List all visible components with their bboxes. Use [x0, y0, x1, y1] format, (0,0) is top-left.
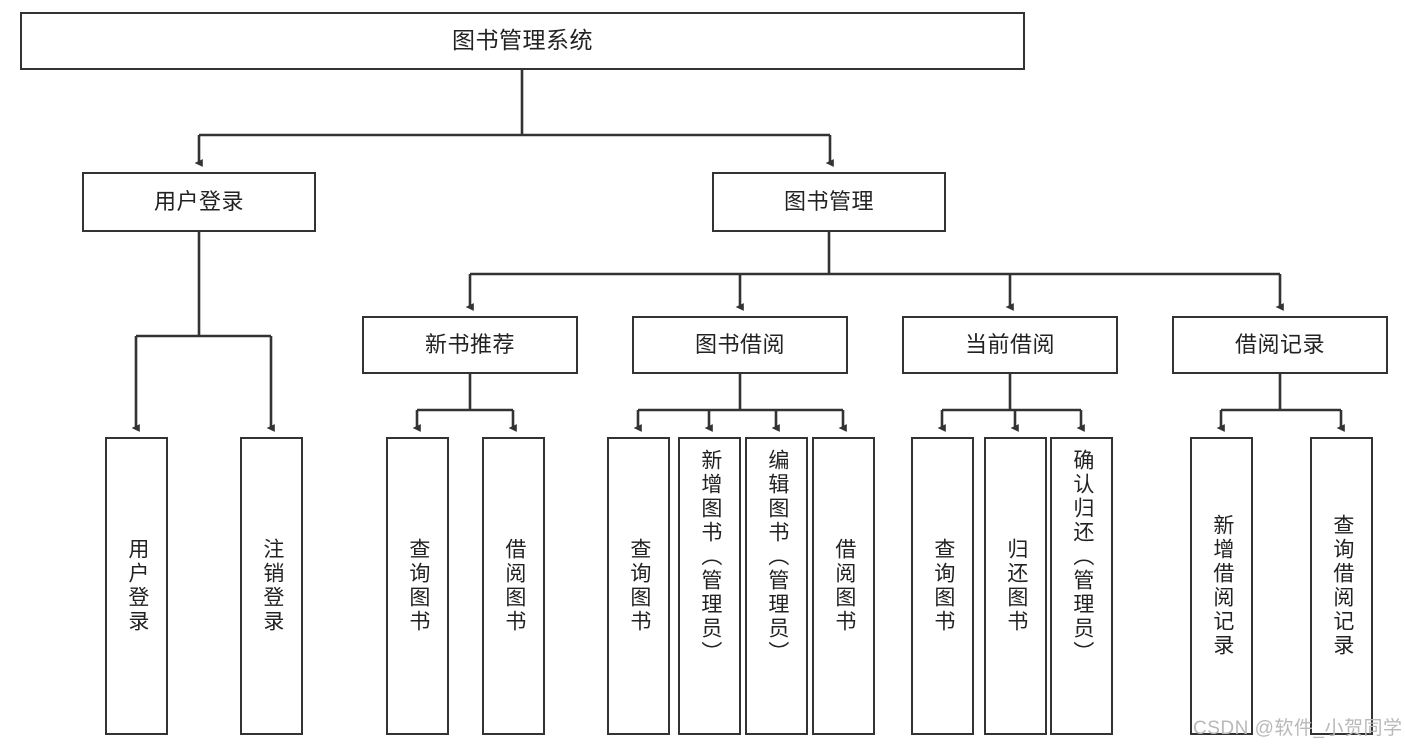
node-borrow-record[interactable]: 借阅记录: [1172, 316, 1388, 374]
node-label: 新增借阅记录: [1210, 514, 1234, 658]
csdn-watermark: CSDN @软件_小贺同学: [1193, 713, 1402, 740]
node-label: 当前借阅: [964, 331, 1055, 357]
leaf-inner: 新增图书（管理员）: [680, 445, 739, 731]
leaf-inner: 归还图书: [986, 445, 1045, 727]
node-root-system[interactable]: 图书管理系统: [20, 12, 1025, 70]
node-label: 新书推荐: [424, 331, 515, 357]
node-user-login[interactable]: 用户登录: [82, 172, 316, 232]
node-new-book-recommend[interactable]: 新书推荐: [362, 316, 578, 374]
leaf-inner: 编辑图书（管理员）: [747, 445, 806, 731]
leaf-query-borrow-record[interactable]: 查询借阅记录: [1310, 437, 1373, 735]
node-label: 编辑图书（管理员）: [765, 449, 789, 665]
node-label: 确认归还（管理员）: [1070, 449, 1094, 665]
leaf-inner: 借阅图书: [814, 445, 873, 727]
node-label: 图书管理系统: [452, 27, 593, 54]
node-label: 图书借阅: [694, 331, 785, 357]
node-label: 用户登录: [153, 188, 244, 214]
node-label: 注销登录: [260, 538, 284, 634]
leaf-add-borrow-record[interactable]: 新增借阅记录: [1190, 437, 1253, 735]
leaf-query-book-newbook[interactable]: 查询图书: [386, 437, 449, 735]
node-label: 借阅记录: [1234, 331, 1325, 357]
leaf-query-book-borrow[interactable]: 查询图书: [607, 437, 670, 735]
node-label: 查询图书: [931, 538, 955, 634]
leaf-inner: 查询借阅记录: [1312, 445, 1371, 727]
leaf-inner: 新增借阅记录: [1192, 445, 1251, 727]
node-label: 查询图书: [406, 538, 430, 634]
leaf-user-login[interactable]: 用户登录: [105, 437, 168, 735]
node-label: 新增图书（管理员）: [698, 449, 722, 665]
leaf-query-book-current[interactable]: 查询图书: [911, 437, 974, 735]
leaf-edit-book-admin[interactable]: 编辑图书（管理员）: [745, 437, 808, 735]
leaf-logout[interactable]: 注销登录: [240, 437, 303, 735]
node-label: 归还图书: [1004, 538, 1028, 634]
leaf-add-book-admin[interactable]: 新增图书（管理员）: [678, 437, 741, 735]
node-label: 查询图书: [627, 538, 651, 634]
node-book-management[interactable]: 图书管理: [712, 172, 946, 232]
leaf-borrow-book-newbook[interactable]: 借阅图书: [482, 437, 545, 735]
leaf-inner: 查询图书: [913, 445, 972, 727]
node-label: 借阅图书: [502, 538, 526, 634]
leaf-borrow-book-borrow[interactable]: 借阅图书: [812, 437, 875, 735]
watermark-text: CSDN @软件_小贺同学: [1193, 718, 1403, 739]
node-book-borrow[interactable]: 图书借阅: [632, 316, 848, 374]
node-label: 查询借阅记录: [1330, 514, 1354, 658]
leaf-inner: 借阅图书: [484, 445, 543, 727]
node-label: 用户登录: [125, 538, 149, 634]
node-label: 图书管理: [783, 188, 874, 214]
leaf-inner: 注销登录: [242, 445, 301, 727]
leaf-inner: 用户登录: [107, 445, 166, 727]
leaf-inner: 查询图书: [388, 445, 447, 727]
leaf-inner: 查询图书: [609, 445, 668, 727]
leaf-return-book[interactable]: 归还图书: [984, 437, 1047, 735]
node-current-borrow[interactable]: 当前借阅: [902, 316, 1118, 374]
node-label: 借阅图书: [832, 538, 856, 634]
leaf-confirm-return-admin[interactable]: 确认归还（管理员）: [1050, 437, 1113, 735]
leaf-inner: 确认归还（管理员）: [1052, 445, 1111, 731]
